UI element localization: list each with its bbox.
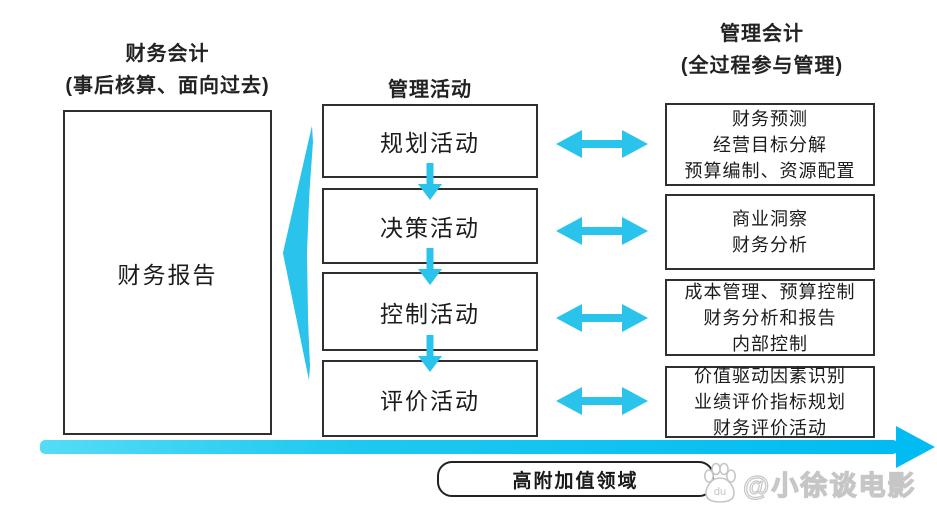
evaluation-activity-box: 评价活动	[322, 360, 538, 437]
evaluation-detail-line2: 业绩评价指标规划	[694, 392, 846, 412]
watermark: du @小徐谈电影	[701, 461, 916, 505]
management-activities-heading: 管理活动	[330, 74, 530, 106]
funnel-left-arrow-icon	[283, 126, 313, 380]
decision-detail-line1: 商业洞察	[732, 209, 808, 229]
high-value-area-box: 高附加值领域	[437, 461, 714, 497]
double-arrow-icon-4	[556, 387, 648, 415]
financial-accounting-heading: 财务会计 (事后核算、面向过去)	[15, 38, 320, 102]
watermark-text: @小徐谈电影	[742, 470, 917, 501]
double-arrow-icon-1	[556, 130, 648, 158]
financial-accounting-title: 财务会计	[125, 43, 210, 65]
management-activities-title: 管理活动	[388, 79, 472, 101]
control-detail-box: 成本管理、预算控制 财务分析和报告 内部控制	[665, 279, 875, 356]
decision-detail-line2: 财务分析	[732, 235, 808, 255]
down-arrow-icon-1	[418, 163, 442, 200]
evaluation-activity-label: 评价活动	[380, 387, 480, 414]
down-arrow-icon-3	[418, 335, 442, 372]
evaluation-detail-line3: 财务评价活动	[713, 418, 827, 438]
planning-detail-box: 财务预测 经营目标分解 预算编制、资源配置	[665, 103, 875, 186]
control-detail-line3: 内部控制	[732, 333, 808, 354]
evaluation-detail-line1: 价值驱动因素识别	[694, 366, 846, 386]
bottom-axis-arrow-icon	[40, 426, 935, 468]
evaluation-detail-box: 价值驱动因素识别 业绩评价指标规划 财务评价活动	[665, 366, 875, 438]
planning-detail-line1: 财务预测	[732, 108, 808, 129]
management-accounting-heading: 管理会计 (全过程参与管理)	[612, 18, 912, 82]
control-detail-line1: 成本管理、预算控制	[684, 281, 856, 302]
planning-detail-line3: 预算编制、资源配置	[684, 160, 856, 181]
baidu-paw-icon: du	[704, 462, 736, 503]
management-accounting-title: 管理会计	[720, 23, 804, 45]
paw-du-text: du	[714, 486, 726, 498]
planning-detail-line2: 经营目标分解	[713, 134, 827, 155]
high-value-area-label: 高附加值领域	[512, 470, 639, 492]
financial-report-box: 财务报告	[63, 110, 272, 435]
financial-accounting-subtitle: (事后核算、面向过去)	[65, 75, 270, 97]
double-arrow-icon-3	[556, 304, 648, 332]
planning-activity-label: 规划活动	[380, 130, 480, 156]
financial-report-label: 财务报告	[117, 261, 218, 288]
down-arrow-icon-2	[418, 248, 442, 285]
decision-activity-label: 决策活动	[380, 215, 480, 241]
decision-detail-box: 商业洞察 财务分析	[665, 194, 875, 270]
double-arrow-icon-2	[556, 217, 648, 245]
control-detail-line2: 财务分析和报告	[703, 307, 837, 328]
management-accounting-subtitle: (全过程参与管理)	[680, 55, 844, 77]
control-activity-label: 控制活动	[380, 300, 480, 327]
